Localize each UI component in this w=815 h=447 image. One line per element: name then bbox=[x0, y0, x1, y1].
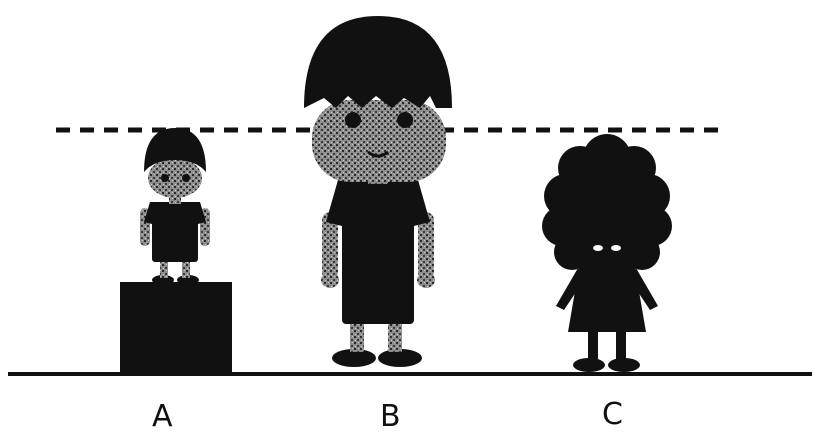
child-a-figure bbox=[120, 128, 232, 374]
label-c: C bbox=[602, 397, 623, 432]
curly-hair bbox=[542, 134, 672, 270]
label-a: A bbox=[152, 399, 173, 434]
box-platform bbox=[120, 282, 232, 374]
label-b: B bbox=[380, 399, 401, 434]
child-c-figure bbox=[542, 134, 672, 372]
child-b-figure bbox=[304, 16, 452, 367]
